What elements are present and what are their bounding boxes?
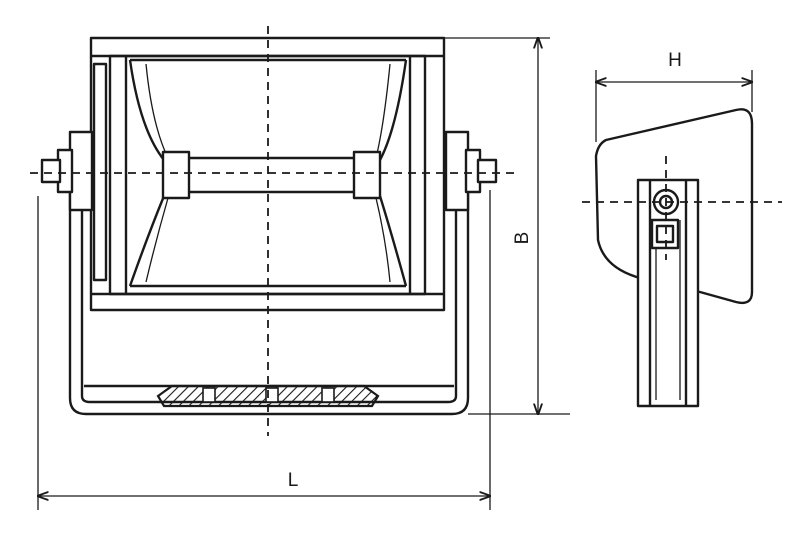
- reflector-right-curve: [378, 59, 408, 287]
- depth-label: H: [668, 50, 682, 71]
- pivot-plate-left: [68, 130, 94, 212]
- mounting-bracket: [68, 190, 470, 416]
- dimension-lines: L B H: [38, 38, 752, 510]
- pivot-plate-right: [444, 130, 470, 212]
- lamp-holder-left: [161, 150, 191, 200]
- pivot-bolt-right: [476, 158, 498, 184]
- pivot-bolt-left: [40, 158, 62, 184]
- side-bracket-arm: [636, 178, 700, 408]
- base-gap-1: [202, 387, 216, 403]
- lamp-holder-right: [352, 150, 382, 200]
- reflector-left-curve: [128, 59, 166, 287]
- front-view: [30, 26, 520, 436]
- side-clamp-inner: [655, 224, 675, 244]
- base-gap-3: [321, 387, 335, 403]
- side-view: [582, 108, 782, 408]
- base-gap-2: [265, 387, 279, 403]
- left-side-panel: [92, 62, 108, 282]
- length-label: L: [288, 470, 299, 491]
- height-label: B: [512, 232, 533, 245]
- lamp-tube: [186, 156, 358, 194]
